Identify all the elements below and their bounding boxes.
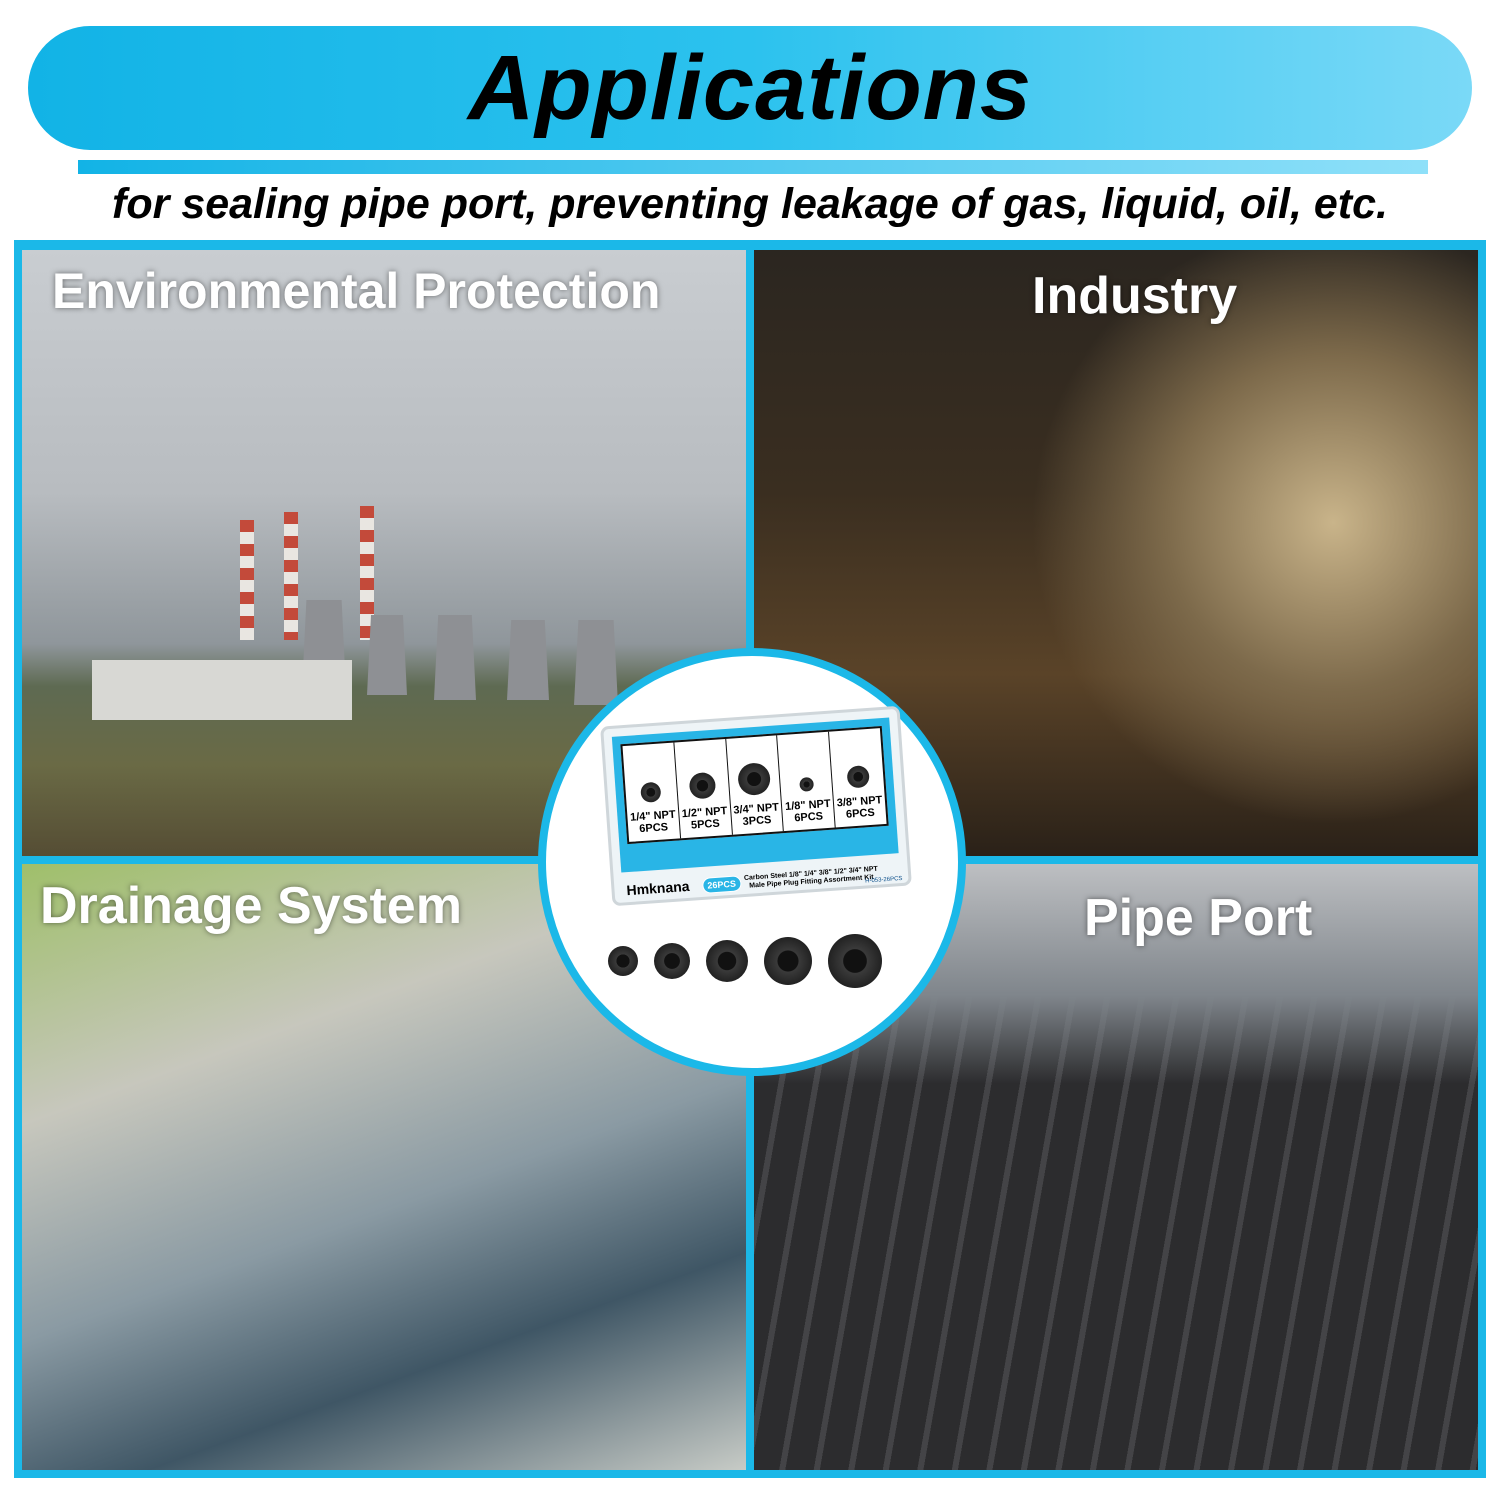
- panel-label: Environmental Protection: [52, 263, 661, 319]
- panel-label: Industry: [1032, 267, 1238, 325]
- product-description: Carbon Steel 1/8" 1/4" 3/8" 1/2" 3/4" NP…: [744, 866, 879, 891]
- pipe-plug-icon: [706, 940, 748, 982]
- pipe-plug-icon: [798, 776, 814, 792]
- pipe-plug-icon: [737, 761, 772, 797]
- compartment-qty: 6PCS: [793, 810, 824, 825]
- cooling-tower: [574, 620, 618, 705]
- compartment-qty: 3PCS: [742, 813, 772, 828]
- pipe-plug-icon: [846, 765, 870, 789]
- compartment-qty: 5PCS: [690, 817, 721, 832]
- power-plant-building: [92, 660, 352, 720]
- pipe-plug-icon: [828, 934, 882, 988]
- panel-environmental-protection: Environmental Protection: [22, 250, 746, 856]
- cooling-tower: [507, 620, 549, 700]
- pipe-plug-icon: [654, 943, 690, 979]
- title-banner: Applications: [28, 26, 1472, 150]
- chimney: [284, 512, 298, 640]
- chimney: [240, 520, 254, 640]
- loose-plugs: [608, 934, 882, 988]
- pipe-plug-icon: [608, 946, 638, 976]
- pipe-plug-icon: [640, 781, 662, 803]
- model-code: H-053-26PCS: [864, 875, 903, 885]
- brand-label: Hmknana: [626, 877, 690, 899]
- compartment-qty: 6PCS: [845, 806, 876, 821]
- panel-label: Drainage System: [40, 877, 462, 935]
- title-underline: [78, 160, 1428, 174]
- count-badge: 26PCS: [701, 875, 742, 894]
- pipe-plug-icon: [764, 937, 812, 985]
- panel-label: Pipe Port: [1084, 889, 1313, 947]
- pipe-plug-icon: [688, 771, 717, 800]
- page-title: Applications: [467, 36, 1033, 139]
- subtitle: for sealing pipe port, preventing leakag…: [112, 180, 1388, 228]
- cooling-tower: [434, 615, 476, 700]
- compartment-qty: 6PCS: [638, 821, 669, 836]
- cooling-tower: [367, 615, 407, 695]
- chimney: [360, 506, 374, 640]
